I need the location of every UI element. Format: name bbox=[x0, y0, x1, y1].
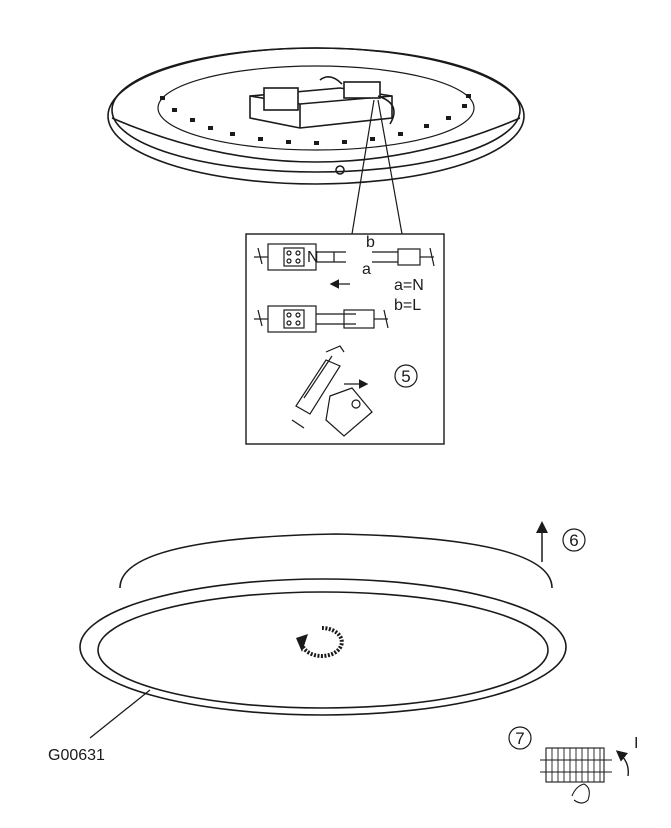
terminal-block-open bbox=[254, 243, 435, 271]
wiring-detail-box: N b a a=N b=L bbox=[245, 233, 445, 445]
driver-box bbox=[249, 81, 393, 129]
switch-position-label: I bbox=[634, 735, 638, 752]
detail-leaders bbox=[351, 99, 403, 235]
terminal-cover-illustration bbox=[291, 345, 373, 437]
svg-text:7: 7 bbox=[515, 729, 524, 748]
terminal-block-connected bbox=[254, 305, 389, 333]
legend-b: b=L bbox=[394, 297, 421, 314]
wire-a-label: a bbox=[362, 261, 371, 278]
switch-illustration bbox=[540, 747, 612, 804]
step-5-marker: 5 bbox=[394, 364, 418, 388]
code-leader bbox=[89, 689, 151, 739]
rotate-icon bbox=[296, 626, 344, 658]
diagram-code: G00631 bbox=[48, 747, 105, 764]
terminal-mark: N bbox=[307, 249, 319, 266]
lamp-cover bbox=[79, 533, 567, 716]
base-plate bbox=[107, 47, 525, 185]
led-dots bbox=[160, 94, 471, 145]
legend-a: a=N bbox=[394, 277, 424, 294]
step-6-marker: 6 bbox=[562, 528, 586, 552]
wire-b-label: b bbox=[366, 234, 375, 251]
svg-text:5: 5 bbox=[401, 367, 410, 386]
hand-icon bbox=[571, 783, 590, 804]
switch-arrow bbox=[615, 750, 629, 777]
svg-text:6: 6 bbox=[569, 531, 578, 550]
step-7-marker: 7 bbox=[508, 726, 532, 750]
